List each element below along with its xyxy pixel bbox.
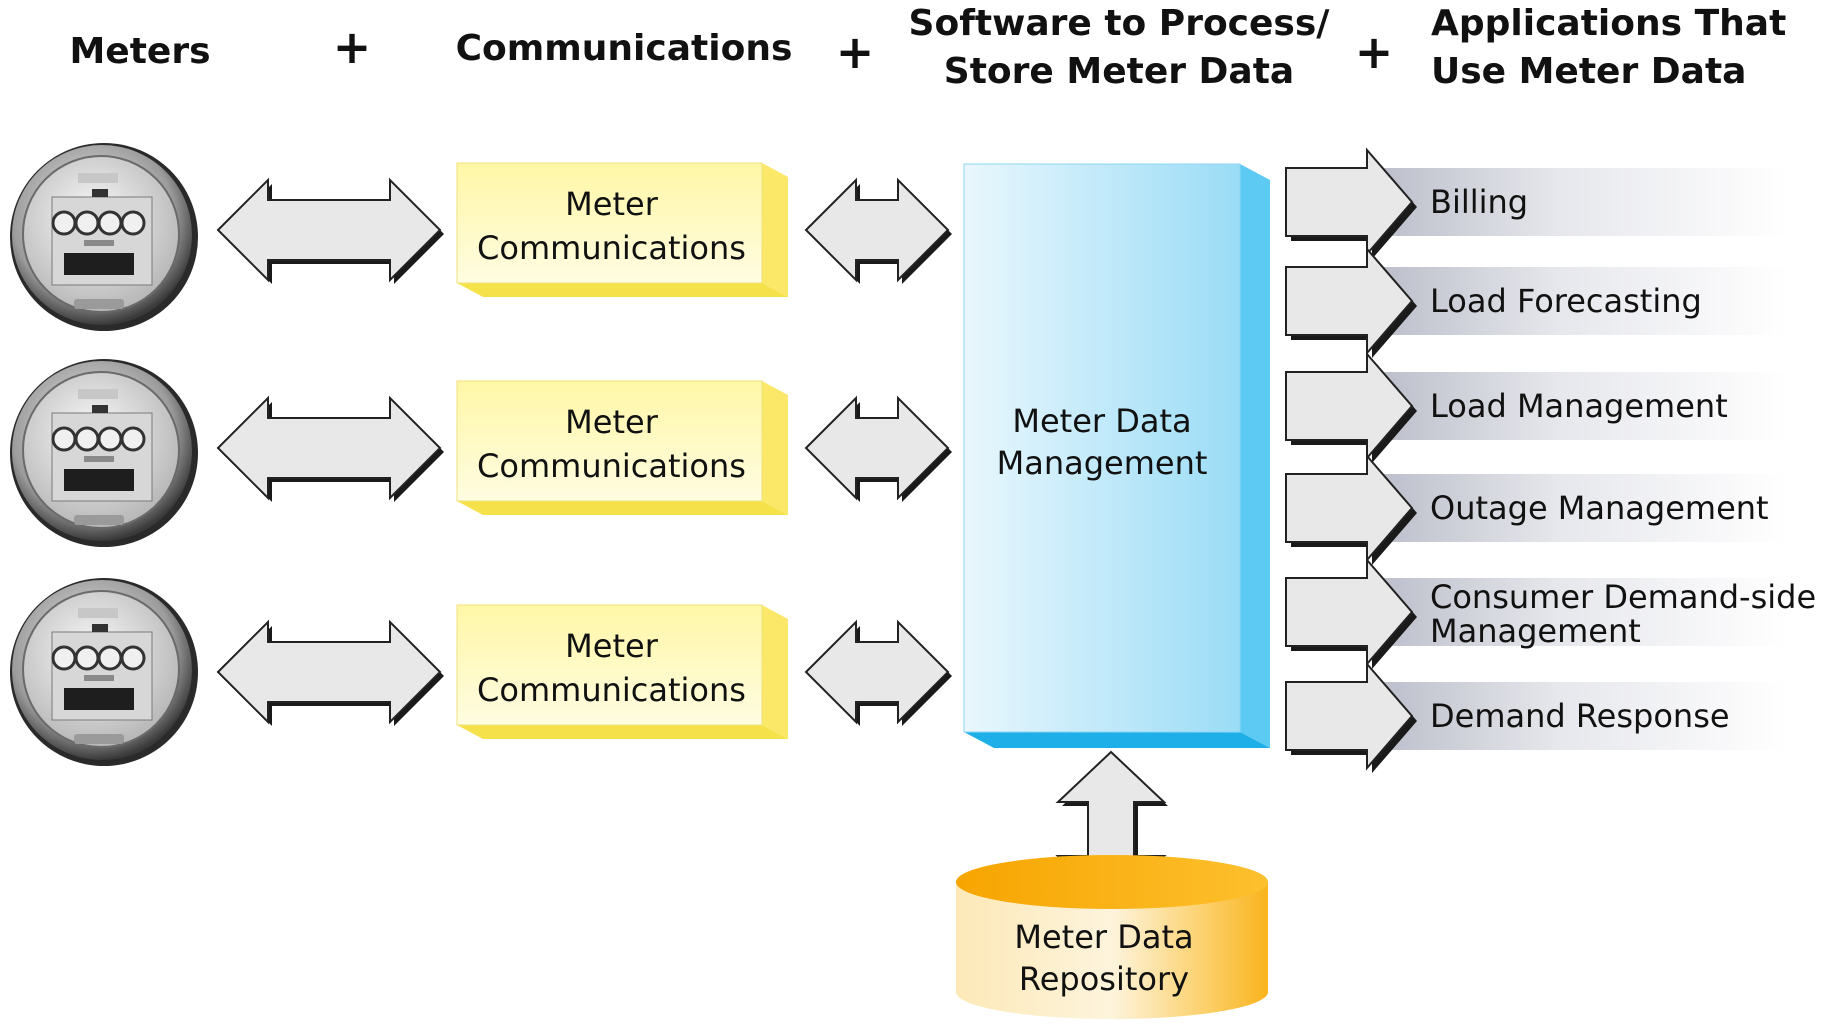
- mdm-label-line1: Meter Data: [1012, 402, 1191, 440]
- plus-sign-3: +: [1355, 25, 1394, 79]
- comm-box-label-line2: Communications: [477, 671, 746, 709]
- repository-label-line2: Repository: [1019, 960, 1189, 998]
- application-label-line2: Management: [1430, 612, 1641, 650]
- application-item: Load Forecasting: [1285, 246, 1788, 358]
- right-arrow-icon: [1285, 351, 1417, 463]
- comm-box-label-line1: Meter: [565, 627, 659, 665]
- right-arrow-icon: [1285, 661, 1417, 773]
- mdm-label-line2: Management: [997, 444, 1208, 482]
- header-apps-line2: Use Meter Data: [1431, 51, 1746, 92]
- application-label: Demand Response: [1430, 697, 1730, 735]
- application-item: Load Management: [1285, 351, 1788, 463]
- application-label: Load Forecasting: [1430, 282, 1702, 320]
- header-apps-line1: Applications That: [1431, 3, 1786, 44]
- column-headers: Meters + Communications + Software to Pr…: [69, 3, 1786, 92]
- plus-sign-2: +: [836, 25, 875, 79]
- comm-box-label-line2: Communications: [477, 229, 746, 267]
- header-communications: Communications: [456, 28, 793, 69]
- application-label: Load Management: [1430, 387, 1728, 425]
- application-item: Outage Management: [1285, 453, 1788, 565]
- comm-to-mdm-double-arrow: [804, 395, 952, 502]
- header-meters: Meters: [69, 31, 210, 72]
- meter-to-comm-double-arrow: [216, 395, 444, 502]
- electric-meter-icon: [10, 143, 198, 331]
- application-label: Outage Management: [1430, 489, 1769, 527]
- right-arrow-icon: [1285, 147, 1417, 259]
- plus-sign-1: +: [333, 20, 372, 74]
- application-label-line1: Consumer Demand-side: [1430, 578, 1816, 616]
- electric-meter-icon: [10, 578, 198, 766]
- application-label: Billing: [1430, 183, 1528, 221]
- application-item: Billing: [1285, 147, 1788, 259]
- right-arrow-icon: [1285, 246, 1417, 358]
- comm-box-label-line2: Communications: [477, 447, 746, 485]
- right-arrow-icon: [1285, 557, 1417, 669]
- comm-to-mdm-double-arrow: [804, 177, 952, 284]
- header-software-line1: Software to Process/: [909, 3, 1331, 44]
- repository-label-line1: Meter Data: [1014, 918, 1193, 956]
- right-arrow-icon: [1285, 453, 1417, 565]
- electric-meter-icon: [10, 359, 198, 547]
- meter-data-management-box: Meter Data Management: [963, 163, 1270, 748]
- application-item: Demand Response: [1285, 661, 1788, 773]
- meter-to-comm-double-arrow: [216, 619, 444, 726]
- meter-data-repository-cylinder: Meter Data Repository: [956, 855, 1268, 1019]
- comm-box-label-line1: Meter: [565, 403, 659, 441]
- comm-to-mdm-double-arrow: [804, 619, 952, 726]
- header-software-line2: Store Meter Data: [944, 51, 1294, 92]
- meter-to-comm-double-arrow: [216, 177, 444, 284]
- comm-box-label-line1: Meter: [565, 185, 659, 223]
